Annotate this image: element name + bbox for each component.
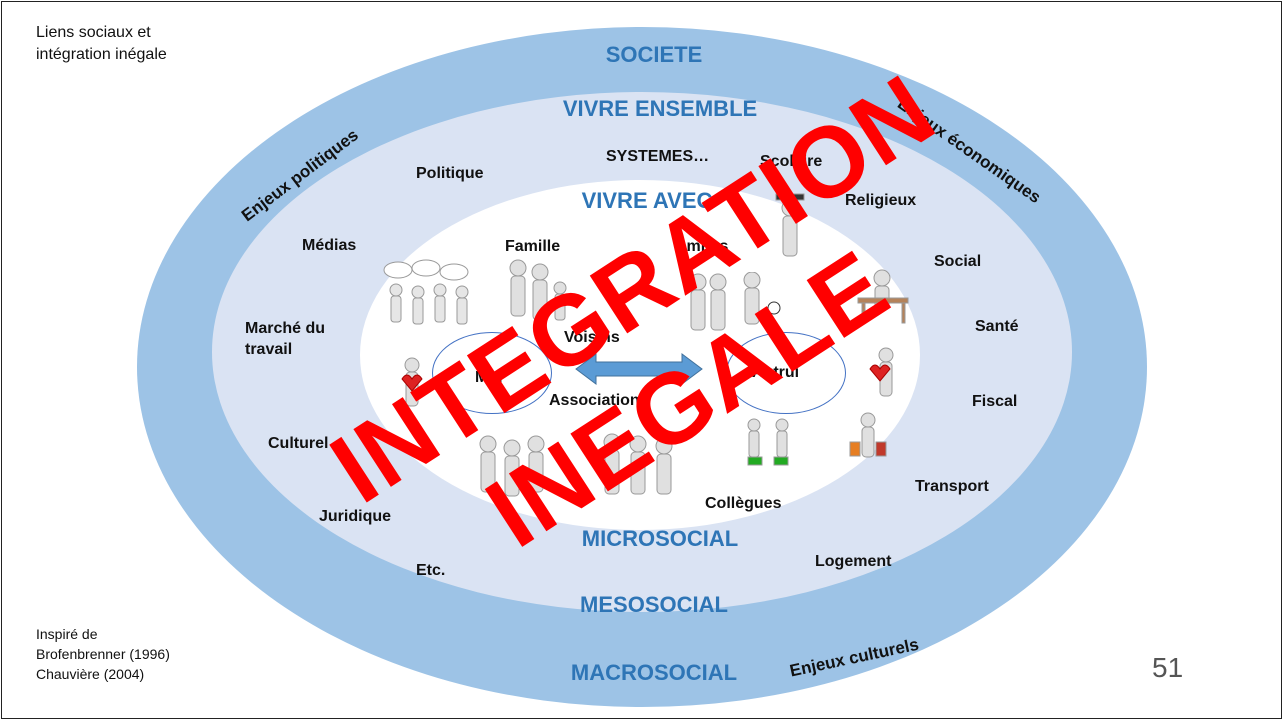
label-politique: Politique — [416, 165, 484, 182]
level-vivre-ensemble: VIVRE ENSEMBLE — [562, 96, 758, 121]
title-line-1: Liens sociaux et — [36, 24, 151, 41]
level-macrosocial: MACROSOCIAL — [570, 660, 738, 685]
page-number: 51 — [1152, 652, 1184, 683]
label-scolaire: Scolaire — [760, 153, 823, 170]
double-arrow-icon — [575, 353, 703, 385]
title-line-2: intégration inégale — [36, 46, 167, 63]
heart-figure-left-image — [401, 357, 423, 407]
label-logement: Logement — [815, 553, 892, 570]
source-line-2: Brofenbrenner (1996) — [36, 646, 170, 662]
label-moi: Moi — [475, 369, 503, 386]
label-etc: Etc. — [416, 562, 446, 579]
label-systemes: SYSTEMES… — [606, 148, 710, 165]
source-citation: Inspiré de Brofenbrenner (1996) Chauvièr… — [36, 624, 170, 684]
desk-worker-image — [857, 269, 909, 324]
label-juridique: Juridique — [319, 508, 392, 525]
label-culturel: Culturel — [268, 435, 329, 452]
people-group-speech-image — [383, 259, 469, 325]
autrui-oval — [726, 332, 846, 414]
label-amis: Amie-s — [675, 238, 729, 255]
label-marche-du-travail: Marché du travail — [245, 318, 325, 360]
graduate-figure-image — [775, 193, 805, 257]
label-religieux: Religieux — [845, 192, 917, 209]
source-line-1: Inspiré de — [36, 626, 98, 642]
handshake-figures-image — [747, 418, 789, 466]
slide-title: Liens sociaux et intégration inégale — [36, 22, 167, 66]
shopping-figure-image — [849, 412, 887, 458]
level-societe: SOCIETE — [605, 42, 703, 67]
source-line-3: Chauvière (2004) — [36, 666, 145, 682]
marche-line-2: travail — [245, 341, 293, 358]
level-microsocial: MICROSOCIAL — [581, 526, 739, 551]
crowd-figures-image — [479, 433, 673, 497]
marche-line-1: Marché du — [245, 320, 326, 337]
label-medias: Médias — [302, 237, 357, 254]
level-mesosocial: MESOSOCIAL — [580, 592, 728, 617]
label-sante: Santé — [975, 318, 1019, 335]
label-voisins: Voisins — [564, 329, 620, 346]
family-figures-image — [509, 259, 567, 321]
label-autrui: Autrui — [752, 364, 800, 381]
label-famille: Famille — [505, 238, 561, 255]
label-associations: Associations — [549, 392, 649, 409]
friends-football-image — [689, 272, 781, 331]
level-vivre-avec: VIVRE AVEC — [581, 188, 713, 213]
heart-figure-right-image — [869, 347, 894, 397]
label-social: Social — [934, 253, 982, 270]
label-fiscal: Fiscal — [972, 393, 1018, 410]
moi-oval — [432, 332, 552, 414]
label-collegues: Collègues — [705, 495, 782, 512]
label-transport: Transport — [915, 478, 989, 495]
